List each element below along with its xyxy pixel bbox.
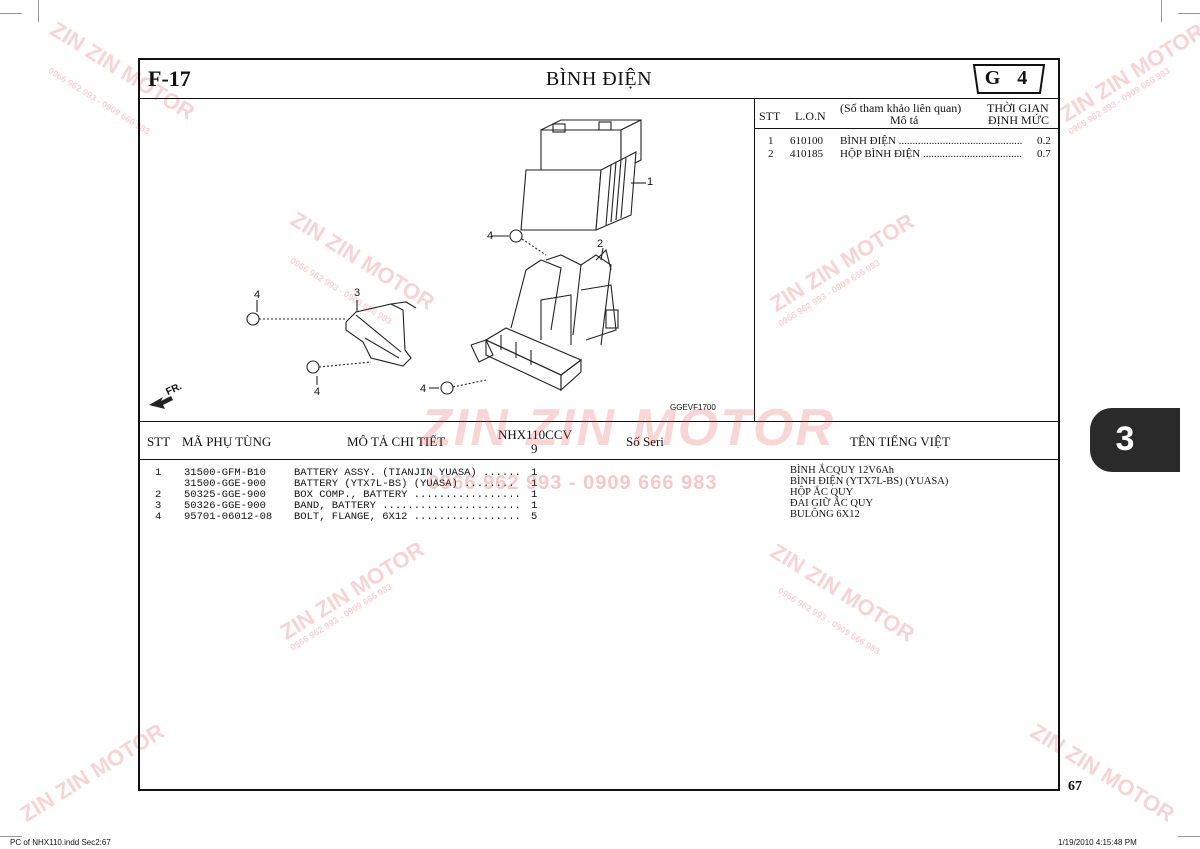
page-title: BÌNH ĐIỆN (545, 68, 653, 90)
badge-frame-icon (972, 64, 1046, 94)
callout-label: 4 (487, 230, 494, 242)
callout-label: 4 (420, 383, 427, 395)
divider (140, 459, 1058, 460)
figure-code: GGEVF1700 (670, 403, 716, 412)
ref-row-lon: 610100 (790, 135, 823, 147)
crop-mark (1178, 13, 1200, 14)
crop-mark (0, 836, 22, 837)
col-model-sub: 9 (531, 441, 538, 456)
row-qty: 1 (531, 478, 538, 490)
row-qty: 1 (531, 500, 538, 512)
col-vietnamese-name: TÊN TIẾNG VIỆT (850, 434, 950, 449)
divider (754, 99, 755, 422)
ref-row-desc: HỘP BÌNH ĐIỆN ..........................… (840, 148, 1023, 160)
watermark-phone: 0966 962 993 - 0909 666 983 (1066, 65, 1172, 137)
row-vietnamese-name: ĐAI GIỮ ẮC QUY (790, 498, 874, 509)
col-part-no: MÃ PHỤ TÙNG (182, 434, 272, 449)
divider (140, 421, 1058, 422)
watermark: ZIN ZIN MOTOR (1055, 18, 1200, 127)
group-code: G 4 (984, 67, 1034, 89)
page-frame (138, 58, 1060, 791)
callout-label: 4 (254, 289, 261, 301)
ref-row-lon: 410185 (790, 148, 823, 160)
row-vietnamese-name: HỘP ẮC QUY (790, 487, 854, 498)
row-stt: 2 (155, 489, 162, 501)
callout-label: 4 (314, 386, 321, 398)
chapter-tab: 3 (1090, 408, 1180, 472)
row-description: BATTERY ASSY. (TIANJIN YUASA) ...... (294, 467, 521, 479)
row-vietnamese-name: BULÔNG 6X12 (790, 509, 860, 520)
crop-mark (0, 13, 22, 14)
footer-file-info: PC of NHX110.indd Sec2:67 (10, 838, 111, 847)
battery-part (520, 119, 642, 231)
divider (140, 98, 1058, 99)
section-code: F-17 (148, 66, 191, 91)
row-vietnamese-name: BÌNH ĐIỆN (YTX7L-BS) (YUASA) (790, 476, 949, 487)
row-part-no: 31500-GGE-900 (184, 478, 266, 490)
callout-label: 2 (597, 238, 604, 250)
crop-mark (1161, 0, 1162, 22)
battery-box-part (470, 248, 619, 392)
row-description: BOX COMP., BATTERY ................. (294, 489, 521, 501)
row-part-no: 95701-06012-08 (184, 511, 273, 523)
crop-mark (1178, 836, 1200, 837)
battery-exploded-diagram (149, 119, 646, 409)
col-serial: Số Seri (626, 434, 664, 449)
callout-label: 3 (354, 287, 361, 299)
ref-row-stt: 1 (768, 135, 774, 147)
row-stt: 1 (155, 467, 162, 479)
col-stt: STT (147, 434, 171, 449)
row-vietnamese-name: BÌNH ẮCQUY 12V6Ah (790, 465, 895, 476)
ref-col-lon: L.O.N (795, 109, 826, 123)
chapter-number: 3 (1115, 420, 1135, 458)
row-stt: 3 (155, 500, 162, 512)
bolt-part (246, 229, 547, 395)
ref-row-time: 0.7 (1037, 148, 1051, 160)
footer-timestamp: 1/19/2010 4:15:48 PM (1058, 838, 1137, 847)
row-description: BOLT, FLANGE, 6X12 ................. (294, 511, 521, 523)
row-description: BAND, BATTERY ...................... (294, 500, 521, 512)
col-model: NHX110CCV (498, 427, 572, 442)
row-qty: 5 (531, 511, 538, 523)
ref-col-desc: (Số tham khảo liên quan) (840, 101, 962, 115)
watermark-phone: 0966 962 993 - 0909 666 983 (46, 65, 152, 137)
group-badge: G 4 (972, 64, 1046, 94)
ref-row-stt: 2 (768, 148, 774, 160)
page-number: 67 (1068, 779, 1082, 794)
ref-col-time: THỜI GIAN (987, 101, 1049, 115)
row-qty: 1 (531, 489, 538, 501)
divider (755, 128, 1058, 129)
row-description: BATTERY (YTX7L-BS) (YUASA) ........ (294, 478, 515, 490)
ref-row-desc: BÌNH ĐIỆN ..............................… (840, 135, 1023, 147)
row-part-no: 50325-GGE-900 (184, 489, 266, 501)
ref-col-stt: STT (759, 109, 781, 123)
col-description: MÔ TẢ CHI TIẾT (347, 434, 446, 449)
battery-band-part (345, 301, 417, 367)
front-arrow-icon (149, 396, 173, 409)
row-part-no: 50326-GGE-900 (184, 500, 266, 512)
row-stt: 4 (155, 511, 162, 523)
crop-mark (38, 0, 39, 22)
ref-col-time-sub: ĐỊNH MỨC (988, 113, 1049, 127)
callout-label: 1 (647, 176, 654, 188)
row-part-no: 31500-GFM-B10 (184, 467, 266, 479)
ref-col-desc-sub: Mô tả (890, 113, 919, 127)
ref-row-time: 0.2 (1037, 135, 1051, 147)
row-qty: 1 (531, 467, 538, 479)
